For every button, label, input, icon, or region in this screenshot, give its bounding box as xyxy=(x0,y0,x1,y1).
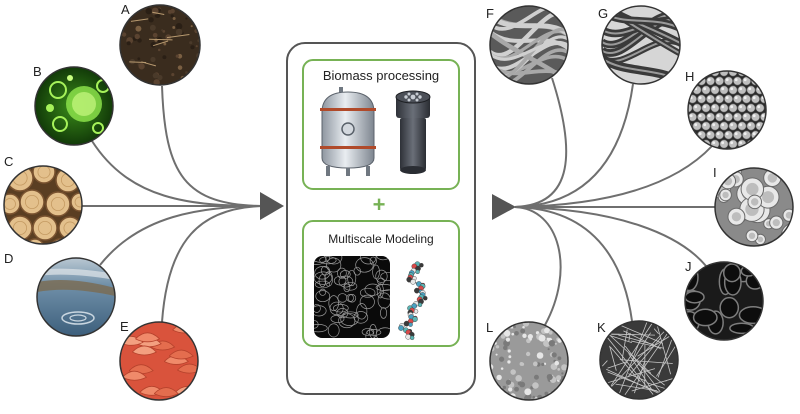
label-k: K xyxy=(597,320,606,335)
label-g: G xyxy=(598,6,608,21)
left-arrowhead xyxy=(260,192,284,220)
material-f-fibers-image xyxy=(490,5,570,86)
right-connectors xyxy=(515,78,715,325)
material-h-spheres-image xyxy=(684,68,769,149)
label-i: I xyxy=(713,165,717,180)
label-a: A xyxy=(121,2,130,17)
source-a-soil-image xyxy=(118,4,204,85)
source-d-wetland-image xyxy=(37,258,115,336)
label-l: L xyxy=(486,320,493,335)
connector-a xyxy=(162,86,262,206)
porous-structure-model-image xyxy=(308,251,398,343)
connector-b xyxy=(92,141,262,206)
material-l-particles-image xyxy=(487,320,569,402)
material-k-network-image xyxy=(600,321,679,400)
processing-title: Biomass processing xyxy=(323,68,439,83)
source-b-algae-image xyxy=(35,67,113,145)
reactor-cylinder-icon xyxy=(396,91,430,174)
label-f: F xyxy=(486,6,494,21)
connector-h xyxy=(515,146,712,207)
plus-sign: + xyxy=(373,192,386,217)
right-arrowhead xyxy=(492,194,516,220)
source-c-wood-image xyxy=(0,161,89,257)
connector-g xyxy=(515,84,633,207)
modeling-title: Multiscale Modeling xyxy=(328,232,433,246)
label-j: J xyxy=(685,259,692,274)
connector-l xyxy=(515,207,561,325)
connector-k xyxy=(515,207,632,321)
source-e-shrimp-image xyxy=(119,322,201,400)
material-i-hollow-spheres-image xyxy=(712,158,800,246)
label-c: C xyxy=(4,154,13,169)
connector-e xyxy=(162,206,262,322)
label-h: H xyxy=(685,69,694,84)
connector-d xyxy=(100,206,262,265)
label-e: E xyxy=(120,319,129,334)
label-b: B xyxy=(33,64,42,79)
material-g-nanotubes-image xyxy=(602,5,682,84)
label-d: D xyxy=(4,251,13,266)
connector-f xyxy=(515,78,566,207)
bioreactor-tank-icon xyxy=(320,87,376,176)
